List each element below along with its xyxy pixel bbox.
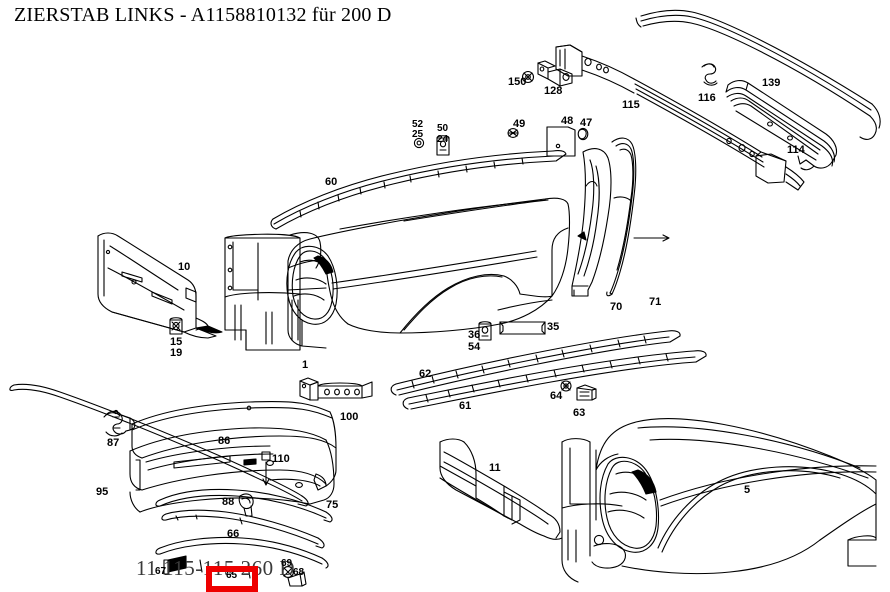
part-67-icon [163, 555, 187, 575]
part-label-70: 70 [610, 301, 623, 313]
part-label-61: 61 [459, 400, 472, 412]
part-36-54-clip [478, 321, 492, 341]
part-47-grommet [577, 127, 589, 141]
part-1-inner-apron [224, 232, 322, 351]
leader-71 [633, 234, 670, 242]
part-49-nut [507, 128, 519, 138]
part-label-54: 54 [468, 341, 481, 353]
part-label-63: 63 [573, 407, 586, 419]
part-trim-upper-right [635, 9, 881, 140]
part-62-trim [390, 330, 681, 396]
part-75-bumper [129, 427, 335, 513]
part-upper-strip-66 [155, 488, 333, 523]
part-15-19-clip [169, 317, 183, 335]
part-71-molding [606, 137, 637, 297]
part-label-87: 87 [107, 437, 120, 449]
part-11-valance [439, 438, 563, 540]
part-label-52: 52 [412, 119, 424, 130]
part-label-60: 60 [325, 176, 338, 188]
part-60-trim [270, 150, 567, 230]
part-label-24: 24 [437, 134, 449, 145]
part-label-10: 10 [178, 261, 191, 273]
part-label-115: 115 [622, 99, 640, 111]
part-63-clip [576, 384, 597, 401]
part-label-65: 65 [226, 570, 238, 581]
part-70-arch [571, 148, 612, 297]
part-64-washer [560, 380, 572, 392]
part-35-strip [499, 321, 546, 335]
part-label-19: 19 [170, 347, 183, 359]
part-label-49: 49 [513, 118, 526, 130]
part-128-clip [537, 60, 573, 87]
part-label-47: 47 [580, 117, 593, 129]
part-label-95: 95 [96, 486, 109, 498]
part-48-plate [546, 126, 576, 157]
part-115-rail [555, 44, 805, 191]
part-label-50: 50 [437, 123, 449, 134]
part-69-68-icons [282, 566, 307, 587]
part-label-69: 69 [281, 558, 293, 569]
part-label-88: 88 [222, 496, 235, 508]
part-label-48: 48 [561, 115, 574, 127]
part-label-66: 66 [227, 528, 240, 540]
part-label-86: 86 [218, 435, 231, 447]
part-label-150: 150 [508, 76, 527, 88]
part-label-128: 128 [544, 85, 563, 97]
part-100-bracket [299, 377, 373, 401]
part-label-35: 35 [547, 321, 560, 333]
part-main-fender [286, 197, 571, 349]
part-label-36: 36 [468, 329, 481, 341]
part-label-5: 5 [744, 484, 751, 496]
part-150-washer [521, 70, 535, 84]
part-label-25: 25 [412, 129, 424, 140]
part-10-panel [97, 232, 223, 339]
part-label-139: 139 [762, 77, 781, 89]
part-label-62: 62 [419, 368, 432, 380]
part-label-68: 68 [293, 567, 305, 578]
part-52-25-washer [413, 137, 425, 149]
part-66-strip [161, 509, 325, 549]
part-label-15: 15 [170, 336, 183, 348]
part-label-110: 110 [272, 453, 290, 465]
page-title: ZIERSTAB LINKS - A1158810132 für 200 D [14, 4, 392, 26]
part-label-116: 116 [698, 92, 716, 104]
part-label-114: 114 [787, 144, 805, 156]
part-label-1: 1 [302, 359, 309, 371]
selection-highlight-box[interactable] [206, 566, 258, 592]
part-label-11: 11 [489, 462, 501, 474]
part-5-fender-assembly [561, 418, 877, 583]
part-label-75: 75 [326, 499, 339, 511]
part-50-24-clip [436, 135, 450, 156]
part-95-strip [9, 383, 309, 507]
part-114-channel [725, 80, 838, 171]
part-label-71: 71 [649, 296, 662, 308]
part-116-clip [701, 63, 718, 86]
part-61-trim [402, 350, 707, 410]
part-label-67: 67 [155, 566, 167, 577]
part-label-64: 64 [550, 390, 563, 402]
part-label-100: 100 [340, 411, 359, 423]
